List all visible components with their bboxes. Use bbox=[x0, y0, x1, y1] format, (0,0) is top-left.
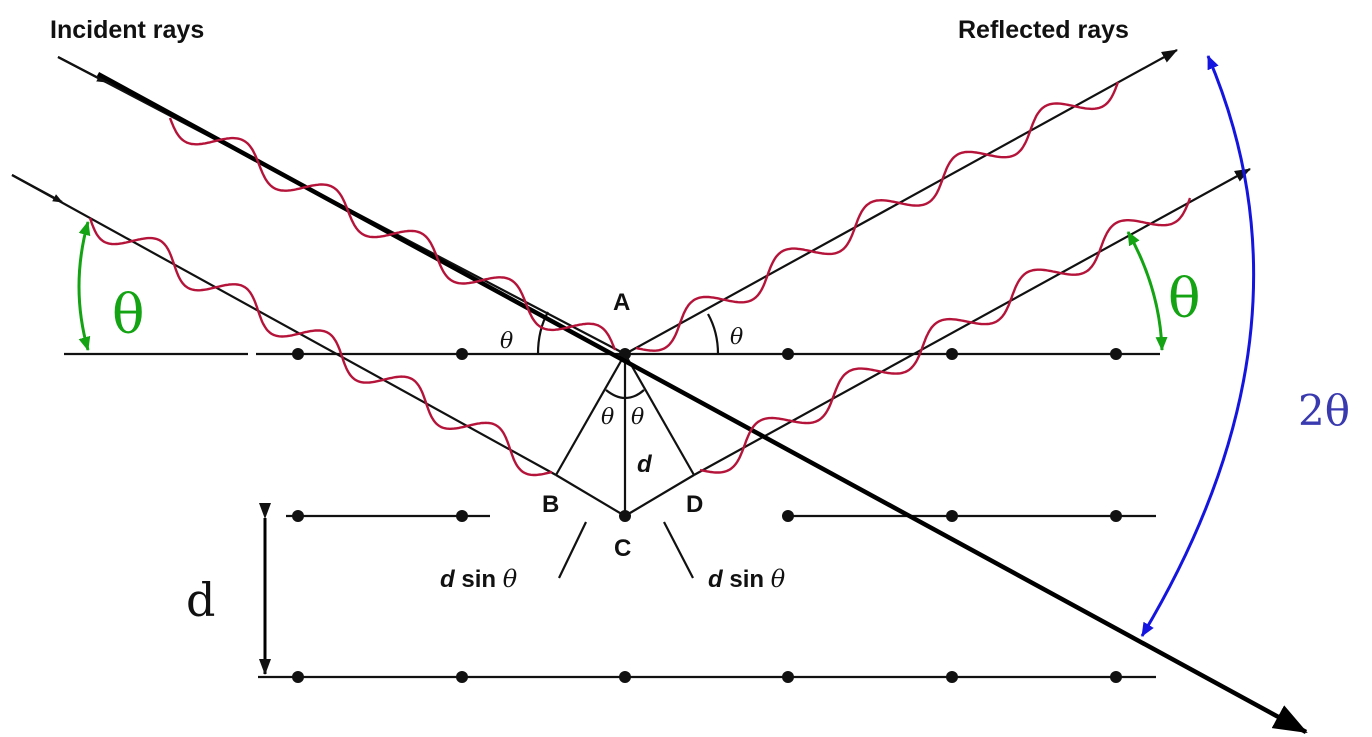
transmitted-ray bbox=[96, 72, 1308, 734]
lattice-atom bbox=[946, 348, 958, 360]
point-b-label: B bbox=[542, 491, 559, 518]
lattice-planes bbox=[64, 352, 1160, 679]
lattice-atoms bbox=[292, 348, 1122, 683]
reflected-ray-upper bbox=[624, 49, 1178, 355]
lattice-atom bbox=[619, 671, 631, 683]
incident-arrow-upper bbox=[57, 56, 107, 83]
reflected-wave-upper bbox=[635, 81, 1120, 352]
line-a-d bbox=[624, 353, 695, 476]
theta-small-top-left: θ bbox=[500, 329, 513, 354]
theta-angle-marker-left bbox=[77, 221, 91, 351]
theta-small-bottom-left: θ bbox=[601, 405, 614, 430]
lattice-atom bbox=[456, 348, 468, 360]
lattice-atom bbox=[782, 348, 794, 360]
waves bbox=[88, 81, 1192, 477]
pointer-left-dsin bbox=[558, 521, 587, 579]
lattice-atom bbox=[1110, 510, 1122, 522]
lattice-atom bbox=[1110, 348, 1122, 360]
reflected-rays-label: Reflected rays bbox=[958, 16, 1129, 44]
point-a-label: A bbox=[613, 289, 630, 316]
lattice-atom bbox=[456, 671, 468, 683]
lattice-atom bbox=[1110, 671, 1122, 683]
theta-small-bottom-right: θ bbox=[631, 405, 644, 430]
path-difference-geometry bbox=[536, 311, 720, 579]
incident-rays-label: Incident rays bbox=[50, 16, 204, 44]
line-a-b bbox=[555, 353, 626, 476]
theta-small-top-right: θ bbox=[730, 325, 743, 350]
plane-spacing-d-italic-label: d bbox=[637, 451, 653, 478]
two-theta-angle-marker bbox=[1140, 55, 1256, 637]
pointer-right-dsin bbox=[663, 521, 694, 579]
point-c-label: C bbox=[614, 535, 631, 562]
line-b-c bbox=[555, 474, 626, 517]
line-c-d bbox=[624, 474, 695, 517]
lattice-atom bbox=[456, 510, 468, 522]
lattice-atom bbox=[782, 671, 794, 683]
angle-arc-theta-bottom-right bbox=[624, 389, 645, 400]
d-sin-theta-left-label: d sin θ bbox=[440, 565, 518, 593]
lattice-atom bbox=[292, 671, 304, 683]
lattice-atom bbox=[292, 510, 304, 522]
lattice-atom bbox=[292, 348, 304, 360]
lattice-atom bbox=[946, 510, 958, 522]
angle-arc-theta-top-right bbox=[707, 313, 720, 355]
two-theta-label: 2θ bbox=[1298, 386, 1350, 435]
point-d-label: D bbox=[686, 491, 703, 518]
theta-large-right: θ bbox=[1168, 267, 1201, 330]
incident-wave-upper bbox=[168, 117, 617, 351]
reflected-wave-lower bbox=[699, 197, 1192, 474]
angle-arc-theta-bottom-left bbox=[605, 389, 626, 400]
d-sin-theta-right-label: d sin θ bbox=[708, 565, 786, 593]
incident-arrow-lower bbox=[11, 174, 63, 203]
lattice-atom bbox=[782, 510, 794, 522]
angle-arc-theta-top-left bbox=[536, 311, 549, 355]
theta-large-left: θ bbox=[112, 283, 145, 346]
incident-ray-lower bbox=[11, 174, 557, 476]
theta-angle-marker-right bbox=[1126, 231, 1168, 351]
lattice-atom bbox=[946, 671, 958, 683]
spacing-d-label: d bbox=[186, 573, 215, 627]
incident-wave-lower bbox=[88, 217, 553, 477]
